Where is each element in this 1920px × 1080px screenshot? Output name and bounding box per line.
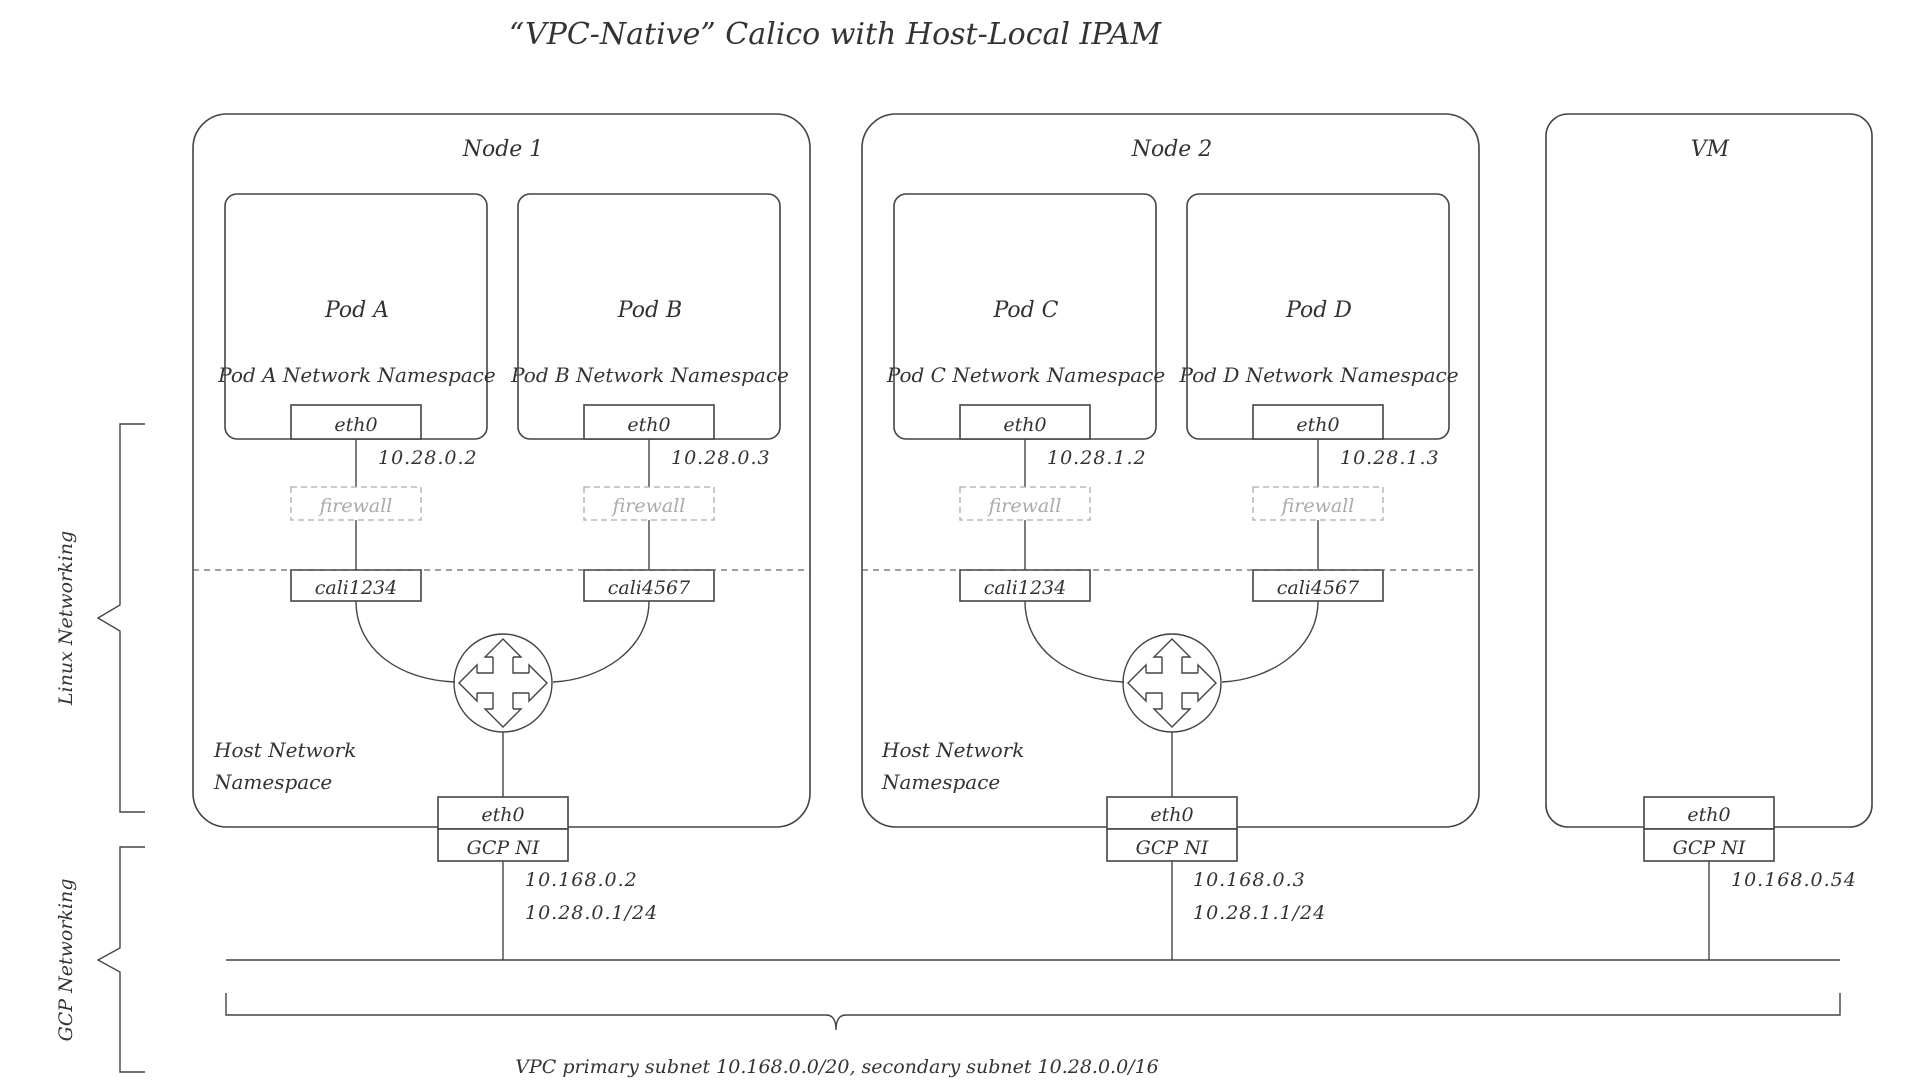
node-2-frame (861, 113, 1480, 828)
node-2-ip-secondary: 10.28.1.1/24 (1193, 902, 1326, 924)
node-2: Node 2 Pod C Pod C Network Namespace eth… (861, 113, 1480, 960)
pod-a-firewall-label: firewall (318, 495, 393, 517)
pod-b-eth0-label: eth0 (627, 414, 670, 436)
pod-b: Pod B Pod B Network Namespace eth0 10.28… (510, 193, 789, 602)
node-1-frame (192, 113, 811, 828)
pod-c-firewall (959, 486, 1091, 521)
pod-c-namespace-label: Pod C Network Namespace (886, 363, 1165, 387)
router-icon (1122, 633, 1222, 733)
pod-b-namespace-label: Pod B Network Namespace (510, 363, 789, 387)
node-2-eth0-box (1106, 796, 1238, 830)
node-1-gcp-ni-label: GCP NI (467, 837, 540, 859)
node-1-host-ns-line1: Host Network (213, 738, 356, 762)
node-2-eth0-label: eth0 (1150, 804, 1193, 826)
pod-a-label: Pod A (324, 298, 389, 323)
vpc-subnet-label: VPC primary subnet 10.168.0.0/20, second… (515, 1056, 1159, 1078)
vm-gcp-ni-box (1643, 828, 1775, 862)
pod-b-firewall (583, 486, 715, 521)
node-2-label: Node 2 (1131, 137, 1213, 162)
vm-eth0-label: eth0 (1687, 804, 1730, 826)
vm: VM eth0 GCP NI 10.168.0.54 (1545, 113, 1873, 960)
pod-d-ip: 10.28.1.3 (1340, 447, 1440, 469)
diagram-title: “VPC-Native” Calico with Host-Local IPAM (509, 17, 1163, 52)
vm-label: VM (1691, 137, 1730, 162)
node-2-host-ns-line2: Namespace (881, 770, 1000, 794)
pod-c-eth0-label: eth0 (1003, 414, 1046, 436)
pod-b-firewall-label: firewall (611, 495, 686, 517)
node-1-label: Node 1 (462, 137, 544, 162)
pod-d-namespace-label: Pod D Network Namespace (1178, 363, 1458, 387)
pod-d-label: Pod D (1285, 298, 1352, 323)
vpc-brace (225, 993, 1841, 1031)
node-2-ip-primary: 10.168.0.3 (1193, 869, 1306, 891)
pod-d-cali-label: cali4567 (1277, 577, 1360, 599)
pod-b-label: Pod B (617, 298, 682, 323)
node-1-host-ns-line2: Namespace (213, 770, 332, 794)
node-2-gcp-ni-box (1106, 828, 1238, 862)
vm-gcp-ni-label: GCP NI (1673, 837, 1746, 859)
pod-d: Pod D Pod D Network Namespace eth0 10.28… (1178, 193, 1459, 602)
pod-d-firewall (1252, 486, 1384, 521)
pod-a: Pod A Pod A Network Namespace eth0 10.28… (217, 193, 496, 602)
pod-c-ip: 10.28.1.2 (1047, 447, 1147, 469)
pod-b-ip: 10.28.0.3 (671, 447, 771, 469)
node-2-gcp-ni-label: GCP NI (1136, 837, 1209, 859)
node-1-ip-secondary: 10.28.0.1/24 (525, 902, 658, 924)
router-icon (453, 633, 553, 733)
vm-frame (1545, 113, 1873, 828)
pod-a-eth0-label: eth0 (334, 414, 377, 436)
pod-a-namespace-label: Pod A Network Namespace (217, 363, 495, 387)
node-1-eth0-label: eth0 (481, 804, 524, 826)
gcp-networking-label: GCP Networking (55, 879, 77, 1042)
pod-a-ip: 10.28.0.2 (378, 447, 478, 469)
pod-c-label: Pod C (992, 298, 1058, 323)
pod-d-firewall-label: firewall (1280, 495, 1355, 517)
node-1: Node 1 Pod A Pod A Network Namespace eth… (192, 113, 811, 960)
node-2-host-ns-line1: Host Network (881, 738, 1024, 762)
pod-d-eth0-label: eth0 (1296, 414, 1339, 436)
pod-c-firewall-label: firewall (987, 495, 1062, 517)
pod-c-eth0-box (959, 404, 1091, 440)
pod-a-firewall (290, 486, 422, 521)
pod-c-cali-label: cali1234 (984, 577, 1066, 599)
vm-ip: 10.168.0.54 (1731, 869, 1857, 891)
gcp-networking-brace (96, 846, 145, 1073)
node-1-ip-primary: 10.168.0.2 (525, 869, 638, 891)
pod-a-cali-label: cali1234 (315, 577, 397, 599)
linux-networking-brace (96, 423, 145, 813)
linux-networking-label: Linux Networking (55, 531, 77, 706)
pod-b-eth0-box (583, 404, 715, 440)
pod-b-cali-label: cali4567 (608, 577, 691, 599)
pod-c: Pod C Pod C Network Namespace eth0 10.28… (886, 193, 1165, 602)
